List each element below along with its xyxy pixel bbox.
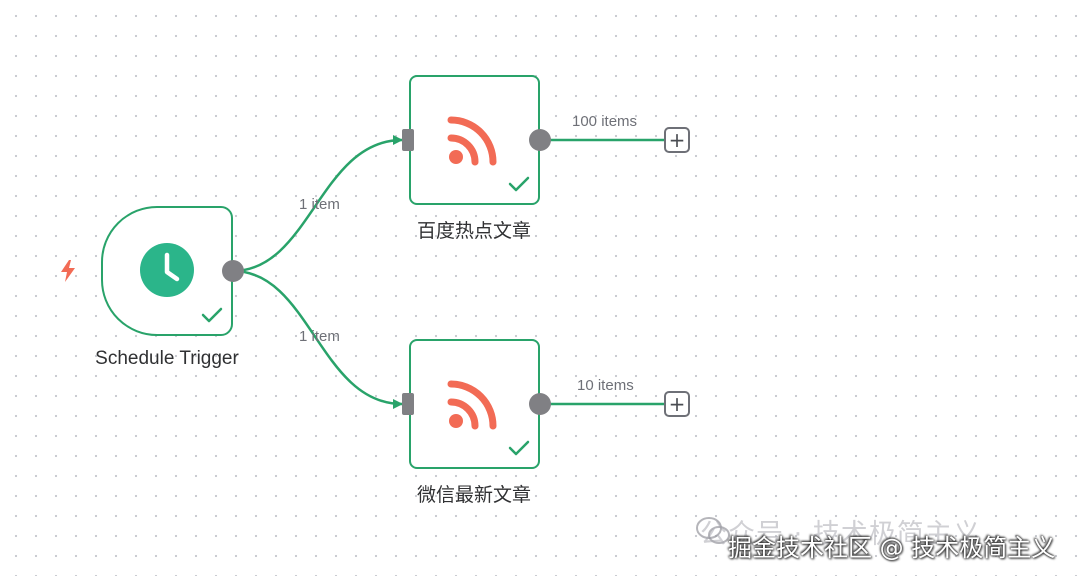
edge-label-trigger-wechat: 1 item	[299, 328, 340, 345]
wechat-output-handle[interactable]	[529, 393, 551, 415]
success-check-icon	[201, 307, 223, 323]
add-node-button-baidu[interactable]: +	[664, 127, 690, 153]
baidu-rss-node[interactable]	[409, 75, 540, 205]
trigger-bolt-icon	[61, 260, 75, 282]
success-check-icon	[508, 176, 530, 192]
edge-label-trigger-baidu: 1 item	[299, 196, 340, 213]
clock-icon	[140, 243, 194, 297]
watermark-official-account: 公众号 · 技术极简主义	[700, 519, 981, 550]
schedule-trigger-node[interactable]	[101, 206, 233, 336]
wechat-node-label: 微信最新文章	[416, 485, 532, 506]
baidu-input-handle[interactable]	[402, 129, 414, 151]
add-node-button-wechat[interactable]: +	[664, 391, 690, 417]
success-check-icon	[508, 440, 530, 456]
wechat-rss-node[interactable]	[409, 339, 540, 469]
baidu-node-label: 百度热点文章	[416, 221, 532, 242]
schedule-trigger-label: Schedule Trigger	[95, 348, 239, 369]
wechat-logo-icon	[696, 517, 730, 544]
edge-label-baidu-output: 100 items	[572, 113, 638, 130]
edge-trigger-to-baidu[interactable]	[232, 135, 403, 273]
rss-icon	[447, 380, 497, 430]
wechat-input-handle[interactable]	[402, 393, 414, 415]
edge-label-wechat-output: 10 items	[577, 377, 634, 394]
rss-icon	[447, 116, 497, 166]
watermark-juejin: 掘金技术社区 @ 技术极简主义	[728, 534, 1056, 562]
edge-trigger-to-wechat[interactable]	[232, 269, 403, 409]
baidu-output-handle[interactable]	[529, 129, 551, 151]
schedule-trigger-output-handle[interactable]	[222, 260, 244, 282]
